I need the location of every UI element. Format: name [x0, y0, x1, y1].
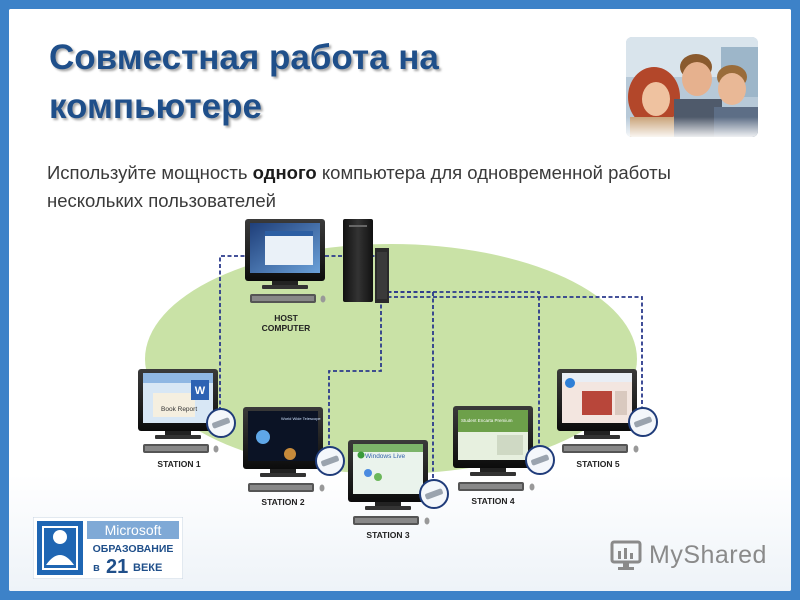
cable-station-1 — [219, 255, 381, 419]
slide: Совместная работа на компьютере Использу… — [9, 9, 791, 591]
cable-station-4 — [381, 291, 540, 451]
logo-in: в — [93, 562, 100, 574]
title-line-2: компьютере — [49, 87, 262, 126]
station-5-label: STATION 5 — [576, 459, 619, 469]
network-area-ellipse — [145, 244, 637, 474]
title-line-1: Совместная работа на — [49, 38, 439, 77]
station-3: Windows Live STATION 3 — [348, 440, 449, 540]
logo-number: 21 — [106, 556, 128, 578]
subtitle-after: компьютера для одновременной работы неск… — [47, 162, 671, 211]
station-1: W Book Report STATION 1 — [138, 369, 236, 469]
subtitle-before: Используйте мощность — [47, 162, 253, 183]
station-2: World Wide Telescope STATION 2 — [243, 407, 345, 507]
host-tower — [343, 219, 373, 302]
svg-text:W: W — [195, 385, 206, 397]
network-diagram: HOST COMPUTER W Book Report STATION 1 — [138, 219, 658, 540]
cable-station-2 — [328, 285, 382, 454]
station-3-screen-text: Windows Live — [365, 453, 405, 460]
host-label-line-1: HOST — [274, 313, 298, 323]
station-2-label: STATION 2 — [261, 497, 304, 507]
station-1-screen-text: Book Report — [161, 406, 197, 413]
station-4: Student Encarta Premium STATION 4 — [453, 406, 555, 506]
myshared-watermark: MyShared — [609, 537, 769, 573]
network-cables — [219, 255, 643, 485]
station-5: STATION 5 — [557, 369, 658, 469]
logo-century: ВЕКЕ — [133, 562, 162, 574]
station-2-screen-text: World Wide Telescope — [281, 416, 321, 421]
logo-education: ОБРАЗОВАНИЕ — [93, 543, 174, 555]
station-4-screen-text: Student Encarta Premium — [461, 418, 513, 423]
myshared-text: MyShared — [649, 541, 767, 569]
myshared-icon — [610, 540, 642, 570]
slide-subtitle: Используйте мощность одного компьютера д… — [47, 159, 767, 215]
cable-station-5 — [381, 296, 643, 417]
station-1-label: STATION 1 — [157, 459, 200, 469]
logo-microsoft: Microsoft — [105, 522, 162, 538]
microsoft-education-logo: Microsoft ОБРАЗОВАНИЕ в 21 ВЕКЕ — [33, 517, 183, 579]
host-label-line-2: COMPUTER — [262, 323, 311, 333]
slide-title: Совместная работа на компьютере — [49, 33, 569, 131]
station-3-label: STATION 3 — [366, 530, 409, 540]
subtitle-bold: одного — [252, 162, 317, 183]
people-photo — [626, 37, 758, 137]
host-computer: HOST COMPUTER — [245, 219, 389, 333]
station-4-label: STATION 4 — [471, 496, 514, 506]
